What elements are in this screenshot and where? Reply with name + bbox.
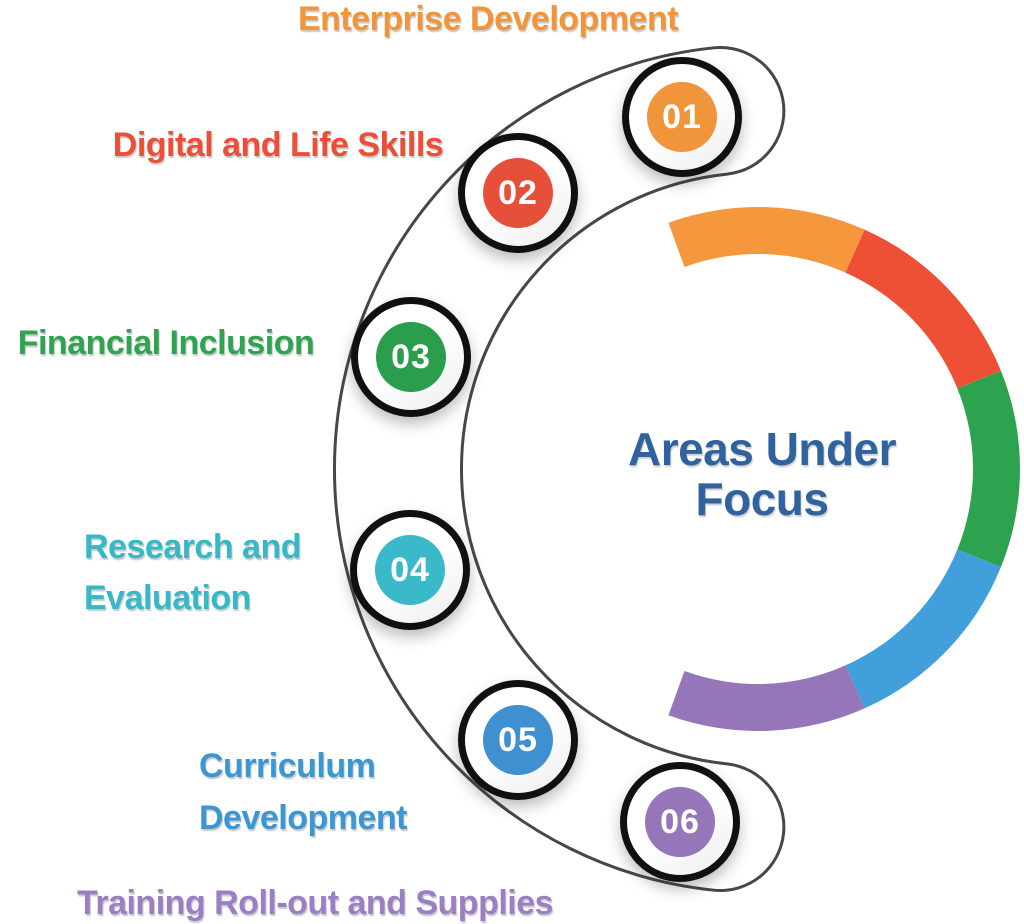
focus-ring: [668, 206, 1020, 732]
node-01: 01: [622, 57, 742, 177]
node-05: 05: [458, 680, 578, 800]
node-05-number: 05: [483, 705, 553, 775]
label-curriculum-development: Curriculum Development: [199, 740, 408, 844]
label-curriculum-line1: Curriculum: [199, 747, 376, 785]
label-digital-and-life-skills: Digital and Life Skills: [112, 126, 444, 164]
node-02: 02: [458, 133, 578, 253]
ring-segment-blue-icon: [845, 549, 1001, 709]
ring-segment-orange-icon: [668, 206, 865, 273]
center-title-line1: Areas Under: [627, 423, 897, 475]
node-04-number: 04: [375, 535, 445, 605]
node-02-number: 02: [483, 158, 553, 228]
node-03: 03: [351, 297, 471, 417]
label-research-and-evaluation: Research and Evaluation: [84, 522, 302, 624]
center-title: Areas Under Focus: [627, 423, 897, 525]
label-research-line2: Evaluation: [84, 579, 251, 617]
node-06: 06: [620, 762, 740, 882]
label-curriculum-line2: Development: [199, 799, 408, 837]
label-financial-inclusion: Financial Inclusion: [17, 324, 315, 362]
label-research-line1: Research and: [84, 528, 302, 566]
ring-segment-red-icon: [845, 229, 1001, 389]
ring-segment-green-icon: [957, 370, 1020, 568]
node-01-number: 01: [647, 82, 717, 152]
node-06-number: 06: [645, 787, 715, 857]
label-training-roll-out-and-supplies: Training Roll-out and Supplies: [76, 884, 554, 922]
label-enterprise-development: Enterprise Development: [297, 0, 679, 38]
ring-segment-purple-icon: [668, 665, 865, 732]
node-04: 04: [350, 510, 470, 630]
node-03-number: 03: [376, 322, 446, 392]
center-title-line2: Focus: [695, 473, 829, 525]
